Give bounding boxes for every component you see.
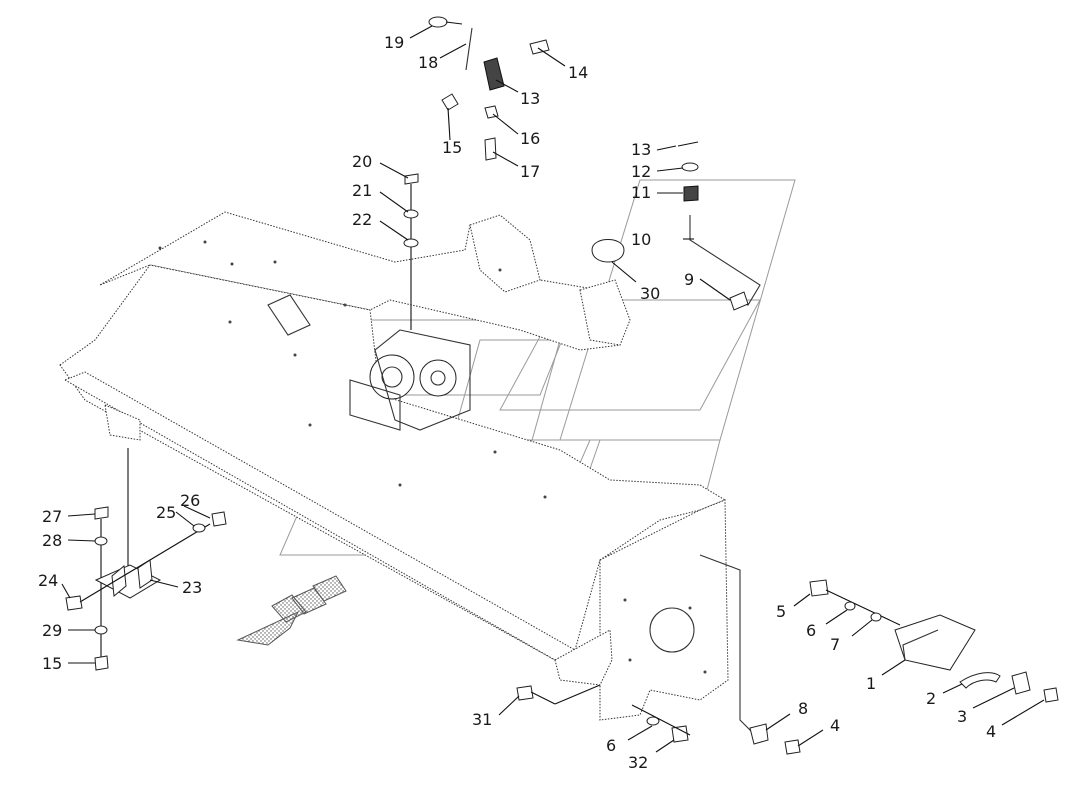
callout-25: 25 [156,503,176,522]
callout-10: 10 [631,230,651,249]
lock-pin-cluster [428,16,550,161]
lever-assembly [591,141,761,311]
callout-21: 21 [352,181,372,200]
callout-9: 9 [684,270,694,289]
callout-28: 28 [42,531,62,550]
callout-16: 16 [520,129,540,148]
callout-22: 22 [352,210,372,229]
callout-15: 15 [442,138,462,157]
callout-29: 29 [42,621,62,640]
callout-30: 30 [640,284,660,303]
callout-27: 27 [42,507,62,526]
callout-18: 18 [418,53,438,72]
callout-32: 32 [628,753,648,772]
callout-31: 31 [472,710,492,729]
callout-4: 4 [986,722,996,741]
callout-24: 24 [38,571,58,590]
callout-15-lower: 15 [42,654,62,673]
callout-26: 26 [180,491,200,510]
callout-4-lower: 4 [830,716,840,735]
callout-8: 8 [798,699,808,718]
callout-1: 1 [866,674,876,693]
callout-5: 5 [776,602,786,621]
main-housing [59,211,729,721]
callout-3: 3 [957,707,967,726]
callout-17: 17 [520,162,540,181]
callout-23: 23 [182,578,202,597]
callout-19: 19 [384,33,404,52]
bolt-stack-20-22 [403,173,419,330]
leader-lines [61,25,1045,753]
travel-direction-arrow [236,575,347,646]
callout-12: 12 [631,162,651,181]
callout-6-lower: 6 [606,736,616,755]
callout-11: 11 [631,183,651,202]
callout-labels: 19 18 14 13 15 16 17 20 21 22 13 12 11 1… [38,33,996,772]
callout-13: 13 [520,89,540,108]
left-bracket-assembly [65,448,227,671]
callout-6: 6 [806,621,816,640]
handle-box-assembly [516,554,1059,755]
callout-14: 14 [568,63,588,82]
callout-7: 7 [830,635,840,654]
callout-2: 2 [926,689,936,708]
callout-13-lever: 13 [631,140,651,159]
callout-20: 20 [352,152,372,171]
